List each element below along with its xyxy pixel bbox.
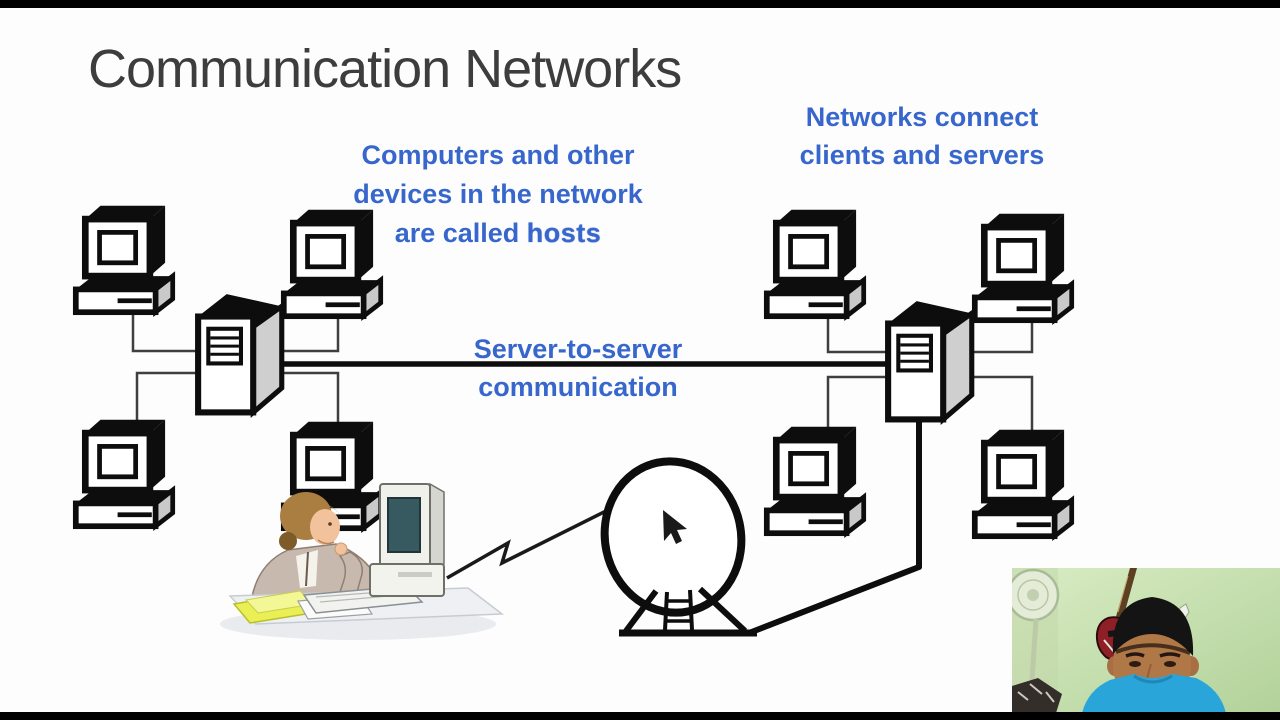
presenter bbox=[1082, 597, 1226, 713]
webcam-overlay bbox=[1012, 568, 1280, 713]
beanie bbox=[1112, 597, 1194, 656]
client-pc-icon bbox=[76, 206, 173, 312]
server-to-dish-line bbox=[747, 417, 922, 636]
hosts-keyword: hosts bbox=[526, 218, 602, 248]
server-tower-icon bbox=[198, 294, 282, 412]
operator-computer bbox=[369, 482, 445, 597]
slide: Communication Networks Computers and oth… bbox=[0, 8, 1280, 713]
satellite-dish-icon bbox=[600, 457, 757, 637]
client-pc-icon bbox=[975, 430, 1072, 536]
letterbox-top bbox=[0, 0, 1280, 8]
clients-servers-line2: clients and servers bbox=[799, 140, 1045, 170]
hosts-annotation-line3-prefix: are called bbox=[394, 218, 527, 248]
blue-shirt bbox=[1082, 674, 1226, 713]
slide-title: Communication Networks bbox=[88, 39, 682, 99]
hosts-annotation-line1: Computers and other bbox=[361, 140, 635, 170]
wireless-link-zigzag bbox=[446, 499, 627, 580]
hosts-annotation-line3: are called hosts bbox=[320, 214, 676, 253]
monitor-screen bbox=[387, 497, 421, 553]
server-link-label: Server-to-server communication bbox=[446, 330, 710, 406]
clients-servers-line1: Networks connect bbox=[805, 102, 1039, 132]
client-pc-icon bbox=[76, 420, 173, 526]
server-tower-icon bbox=[888, 301, 972, 419]
lan-connector-lines bbox=[131, 305, 1034, 430]
patterned-fabric bbox=[1012, 678, 1062, 713]
hosts-annotation: Computers and other devices in the netwo… bbox=[320, 136, 676, 253]
letterbox-bottom bbox=[0, 712, 1280, 720]
operator-clipart bbox=[220, 482, 505, 640]
left-network bbox=[76, 206, 381, 528]
client-pc-icon bbox=[975, 214, 1072, 320]
clients-servers-annotation: Networks connect clients and servers bbox=[770, 98, 1074, 174]
client-pc-icon bbox=[767, 210, 864, 316]
client-pc-icon bbox=[767, 427, 864, 533]
presenter-video bbox=[1012, 568, 1280, 713]
server-link-line1: Server-to-server bbox=[473, 334, 683, 364]
hosts-annotation-line2: devices in the network bbox=[353, 179, 643, 209]
server-link-line2: communication bbox=[478, 372, 678, 402]
mouse-cursor bbox=[663, 510, 687, 544]
